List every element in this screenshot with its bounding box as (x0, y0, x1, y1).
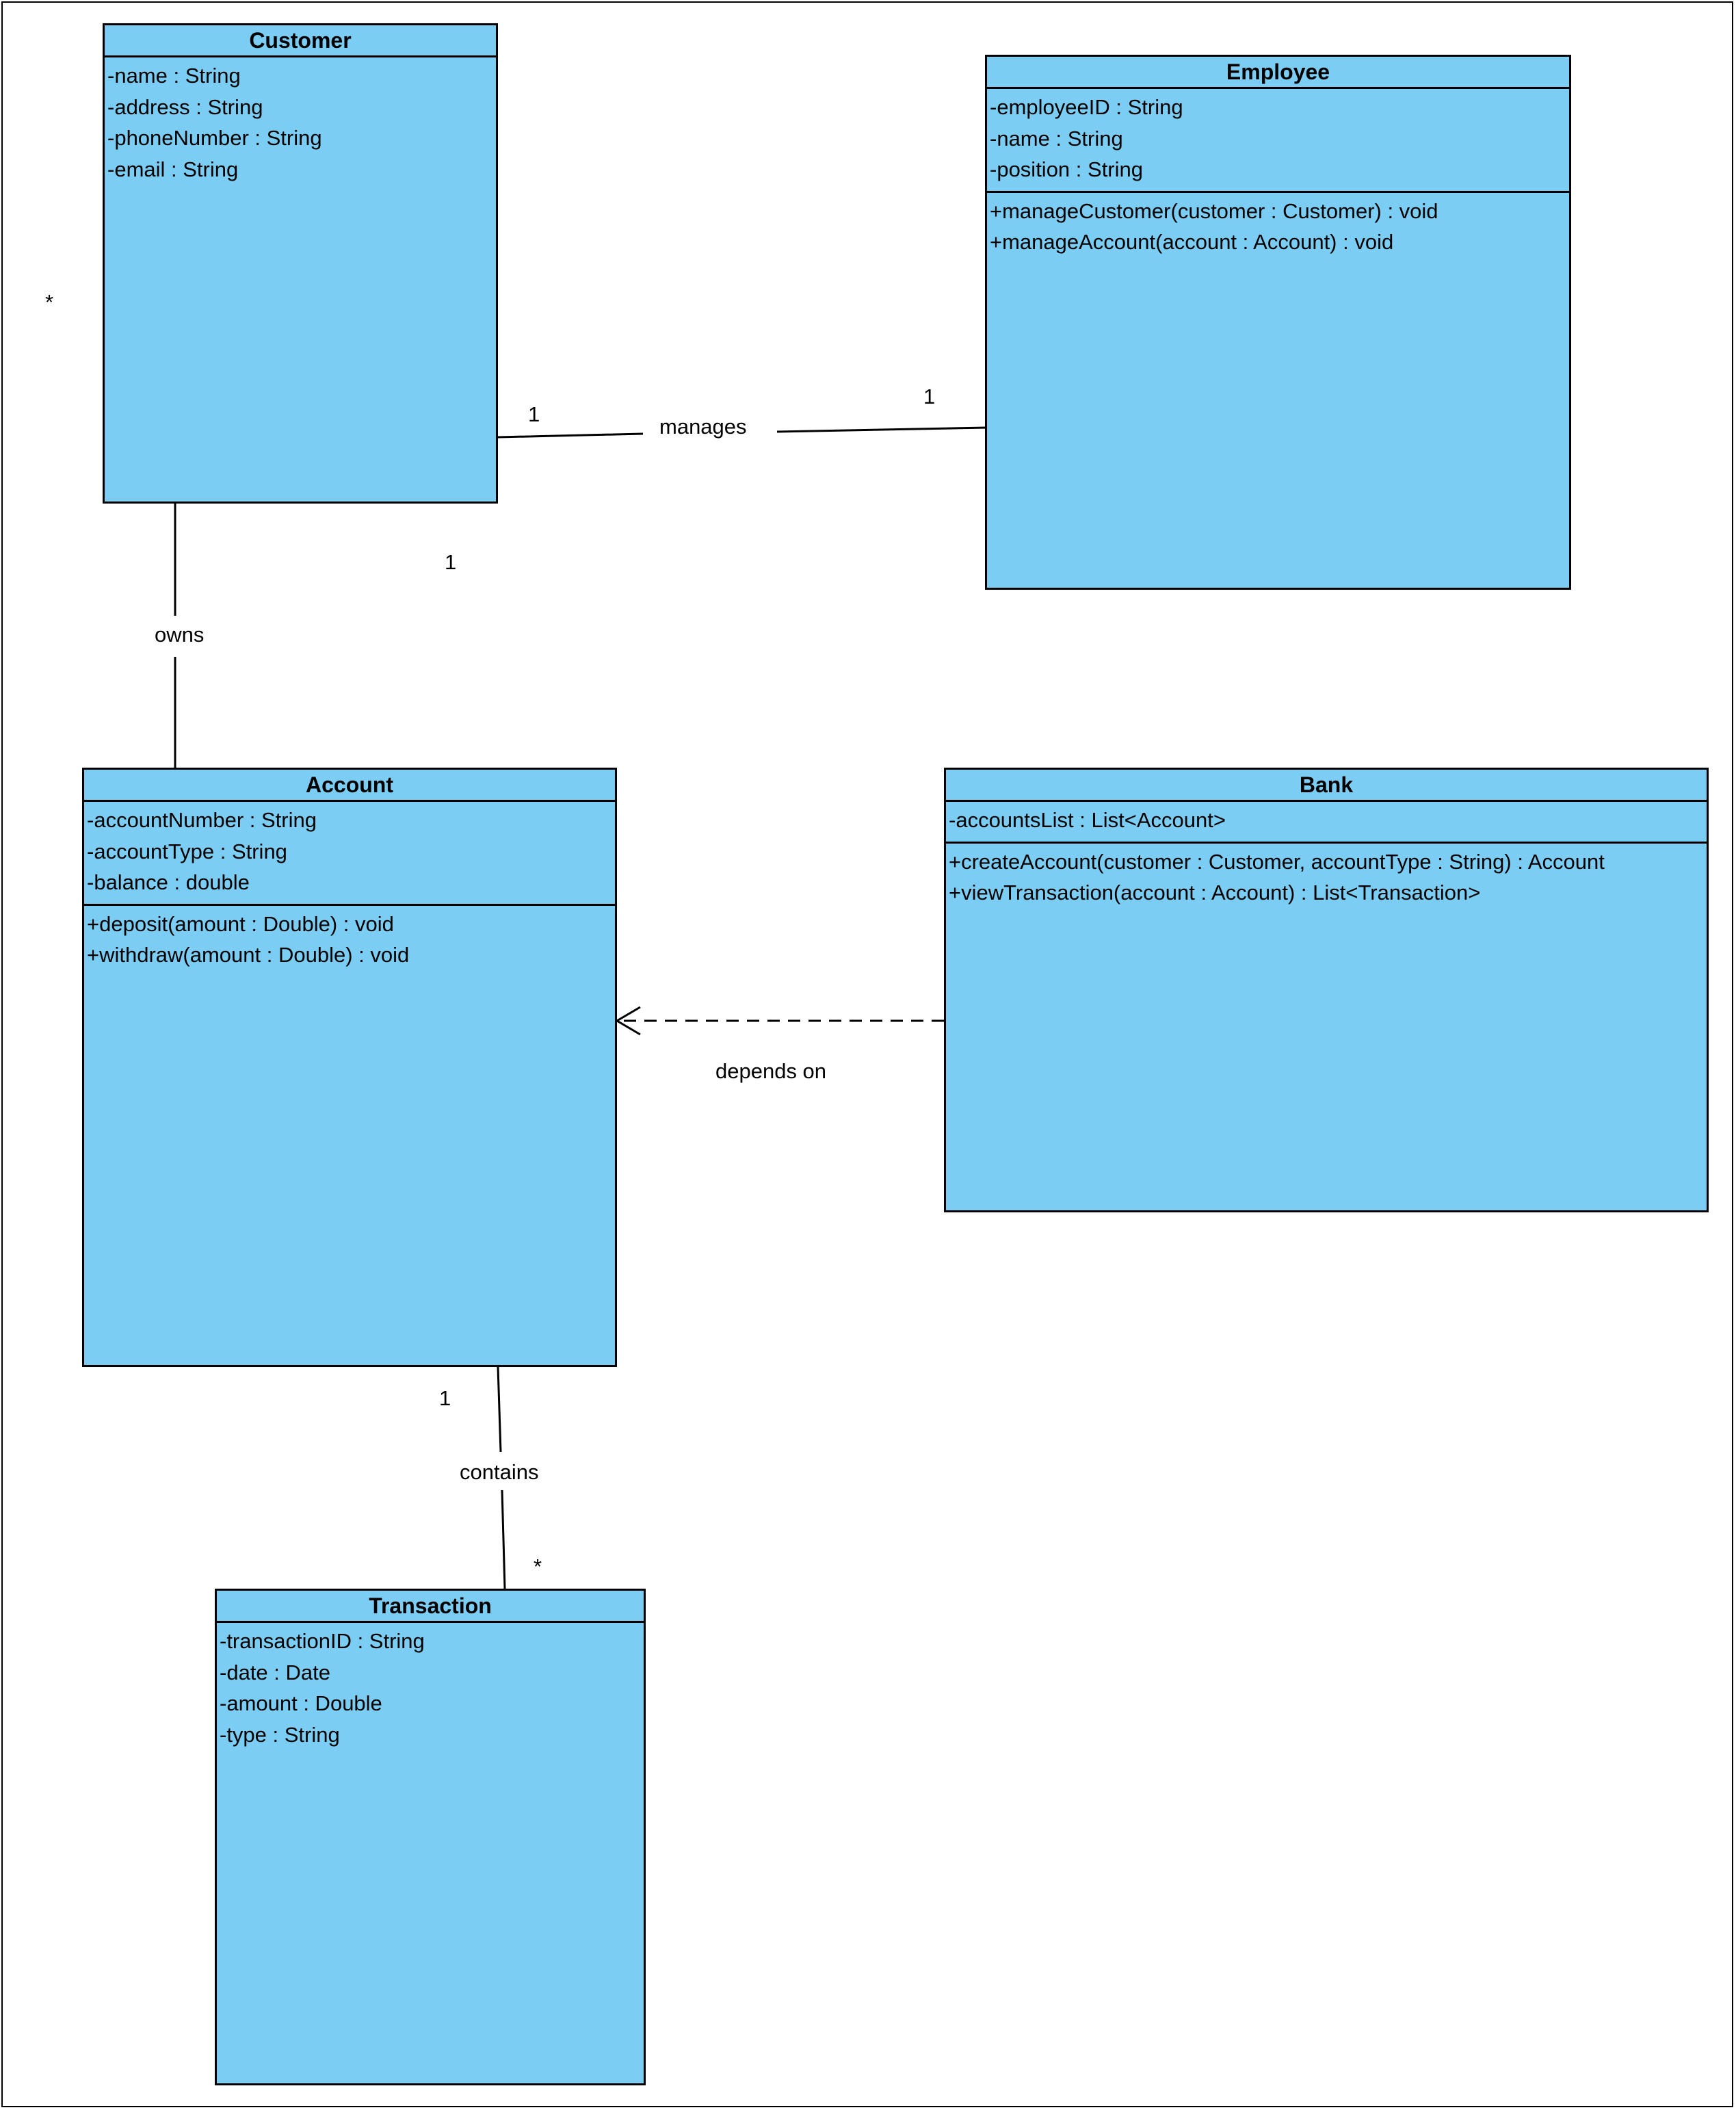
account-operation: +withdraw(amount : Double) : void (87, 943, 410, 967)
bank-operation: +createAccount(customer : Customer, acco… (949, 849, 1605, 874)
customer-attribute: -phoneNumber : String (107, 126, 322, 150)
contains-label: contains (456, 1460, 543, 1485)
transaction-attribute: -transactionID : String (220, 1629, 425, 1653)
account-operation: +deposit(amount : Double) : void (87, 911, 394, 936)
customer-attribute: -address : String (107, 94, 263, 119)
account-attribute: -balance : double (87, 870, 250, 894)
depends-on-arrowhead (615, 1006, 641, 1036)
contains-line-bottom (501, 1489, 506, 1589)
transaction-class[interactable]: Transaction -transactionID : String -dat… (215, 1589, 646, 2085)
employee-attribute: -name : String (990, 126, 1123, 151)
manages-source-multiplicity: 1 (528, 402, 540, 426)
manages-line-left (497, 432, 644, 439)
customer-attribute: -name : String (107, 64, 241, 88)
transaction-class-title: Transaction (217, 1591, 644, 1623)
employee-attributes: -employeeID : String -name : String -pos… (987, 89, 1569, 193)
manages-line-right (776, 426, 988, 433)
employee-attribute: -employeeID : String (990, 95, 1183, 119)
account-attribute: -accountNumber : String (87, 808, 317, 832)
customer-attribute: -email : String (107, 157, 239, 181)
bank-class[interactable]: Bank -accountsList : List<Account> +crea… (944, 768, 1709, 1212)
bank-attributes: -accountsList : List<Account> (946, 802, 1707, 844)
employee-operation: +manageCustomer(customer : Customer) : v… (990, 198, 1438, 223)
owns-source-multiplicity: * (45, 290, 54, 314)
bank-attribute: -accountsList : List<Account> (949, 808, 1226, 832)
transaction-attribute: -date : Date (220, 1660, 330, 1684)
manages-label: manages (655, 415, 751, 439)
account-operations: +deposit(amount : Double) : void +withdr… (84, 906, 615, 976)
account-class-title: Account (84, 770, 615, 802)
transaction-attributes: -transactionID : String -date : Date -am… (217, 1623, 644, 1756)
customer-class[interactable]: Customer -name : String -address : Strin… (103, 23, 498, 504)
employee-class[interactable]: Employee -employeeID : String -name : St… (985, 55, 1571, 590)
bank-operation: +viewTransaction(account : Account) : Li… (949, 881, 1481, 904)
employee-attribute: -position : String (990, 157, 1143, 181)
customer-attributes: -name : String -address : String -phoneN… (105, 57, 496, 190)
employee-operations: +manageCustomer(customer : Customer) : v… (987, 193, 1569, 263)
transaction-attribute: -type : String (220, 1722, 340, 1747)
account-attributes: -accountNumber : String -accountType : S… (84, 802, 615, 906)
account-attribute: -accountType : String (87, 839, 287, 863)
bank-class-title: Bank (946, 770, 1707, 802)
contains-line-top (497, 1366, 502, 1453)
depends-on-label: depends on (711, 1059, 831, 1084)
customer-class-title: Customer (105, 25, 496, 57)
employee-operation: +manageAccount(account : Account) : void (990, 230, 1394, 254)
employee-class-title: Employee (987, 57, 1569, 89)
account-class[interactable]: Account -accountNumber : String -account… (82, 768, 617, 1367)
bank-operations: +createAccount(customer : Customer, acco… (946, 844, 1707, 914)
owns-target-multiplicity: 1 (445, 550, 457, 574)
owns-label: owns (150, 623, 209, 647)
transaction-attribute: -amount : Double (220, 1691, 382, 1715)
contains-target-multiplicity: * (534, 1554, 542, 1578)
contains-source-multiplicity: 1 (439, 1386, 451, 1410)
manages-target-multiplicity: 1 (923, 385, 936, 408)
